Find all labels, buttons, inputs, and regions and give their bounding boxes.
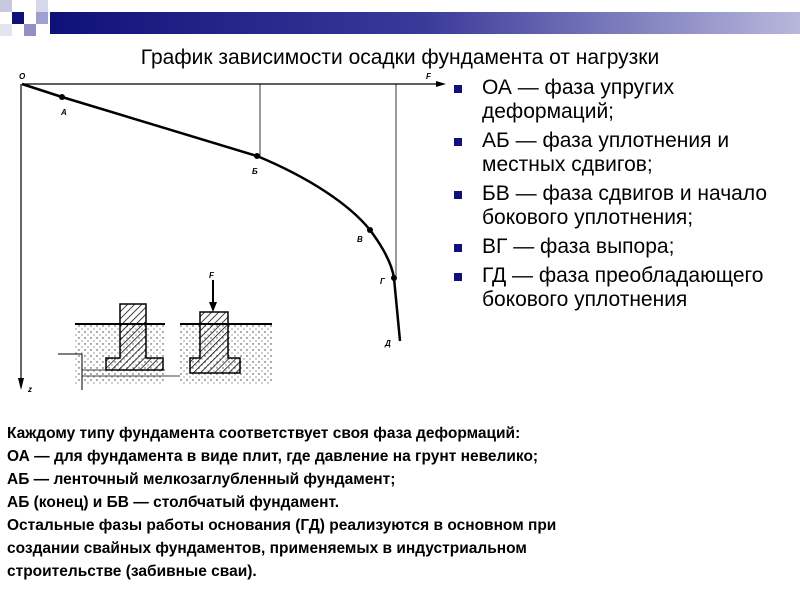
slide-title: График зависимости осадки фундамента от …	[140, 46, 660, 69]
phase-item-bv: БВ — фаза сдвигов и начало бокового упло…	[452, 182, 792, 230]
force-label: F	[209, 271, 215, 280]
phase-item-gd: ГД — фаза преобладающего бокового уплотн…	[452, 264, 792, 312]
y-axis-arrow-icon	[18, 378, 24, 390]
header-gradient-bar	[50, 12, 800, 34]
text-line: АБ — ленточный мелкозаглубленный фундаме…	[7, 471, 396, 488]
x-axis-arrow-icon	[436, 81, 446, 87]
foundation-sketch	[58, 280, 272, 390]
point-a-label: А	[60, 108, 67, 117]
decor-square	[24, 24, 36, 36]
settlement-curve	[21, 82, 402, 342]
text-line: создании свайных фундаментов, применяемы…	[7, 540, 527, 557]
phase-item-ab: АБ — фаза уплотнения и местных сдвигов;	[452, 129, 792, 177]
point-v	[367, 227, 373, 233]
text-line: ОА — для фундамента в виде плит, где дав…	[7, 448, 539, 465]
settlement-load-graph: O F z А Б В Г Д F	[18, 72, 446, 394]
point-b-label: Б	[252, 167, 258, 176]
origin-label: O	[19, 72, 26, 81]
phase-item-oa: ОА — фаза упругих деформаций;	[452, 76, 792, 124]
text-line: АБ (конец) и БВ — столбчатый фундамент.	[7, 494, 340, 511]
decor-square	[36, 0, 48, 12]
decor-square	[0, 0, 12, 12]
phase-list: ОА — фаза упругих деформаций; АБ — фаза …	[452, 76, 792, 317]
point-a	[59, 94, 65, 100]
text-line: строительстве (забивные сваи).	[7, 563, 257, 580]
point-v-label: В	[357, 235, 363, 244]
phase-item-vg: ВГ — фаза выпора;	[452, 235, 792, 259]
point-d-label: Д	[384, 339, 391, 348]
decor-square	[12, 12, 24, 24]
text-line: Остальные фазы работы основания (ГД) реа…	[7, 517, 557, 534]
text-line: Каждому типу фундамента соответствует св…	[7, 425, 521, 442]
decor-square	[36, 12, 48, 24]
explanation-text: Каждому типу фундамента соответствует св…	[7, 422, 797, 583]
x-axis-label: F	[426, 72, 432, 81]
decor-square	[0, 24, 12, 36]
point-g	[391, 275, 397, 281]
point-g-label: Г	[380, 277, 386, 286]
y-axis-label: z	[27, 385, 32, 394]
point-b	[254, 153, 260, 159]
